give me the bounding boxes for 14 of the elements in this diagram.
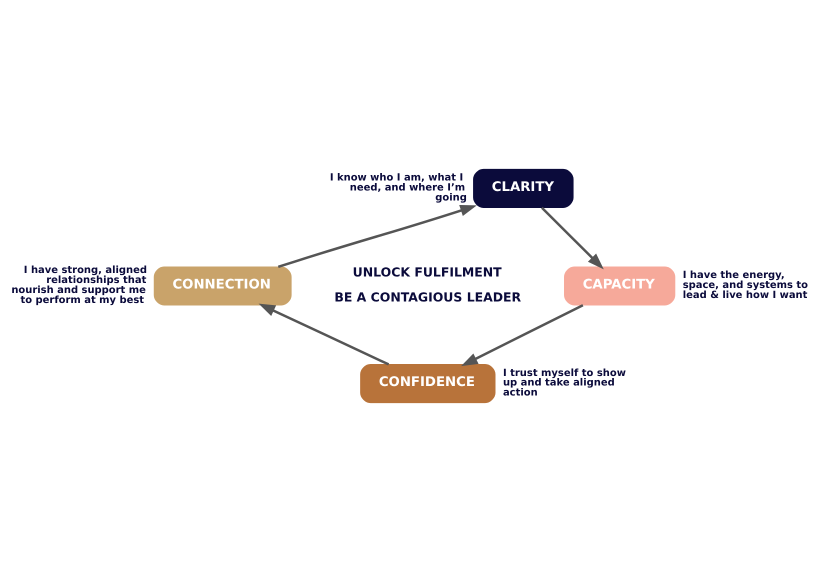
node-label: I know who I am, what I need, and where I’m going (330, 172, 467, 204)
arrow (461, 304, 584, 366)
node-label: I have the energy, space, and systems to lead & live how I want (682, 270, 808, 302)
node-box: CAPACITY (564, 266, 676, 306)
node-label: I have strong, aligned relationships that nourish and support me to perform at my best (11, 265, 147, 306)
node-box: CONFIDENCE (360, 364, 496, 404)
label: UNLOCK FULFILMENT (352, 264, 502, 280)
arrow (258, 304, 390, 366)
node-label: I trust myself to show up and take aligned action (502, 368, 626, 399)
label: BE A CONTAGIOUS LEADER (334, 289, 522, 304)
node-box: CLARITY (473, 168, 574, 208)
node-box: CONNECTION (154, 266, 292, 306)
arrow (541, 206, 604, 270)
arrow (278, 204, 477, 268)
